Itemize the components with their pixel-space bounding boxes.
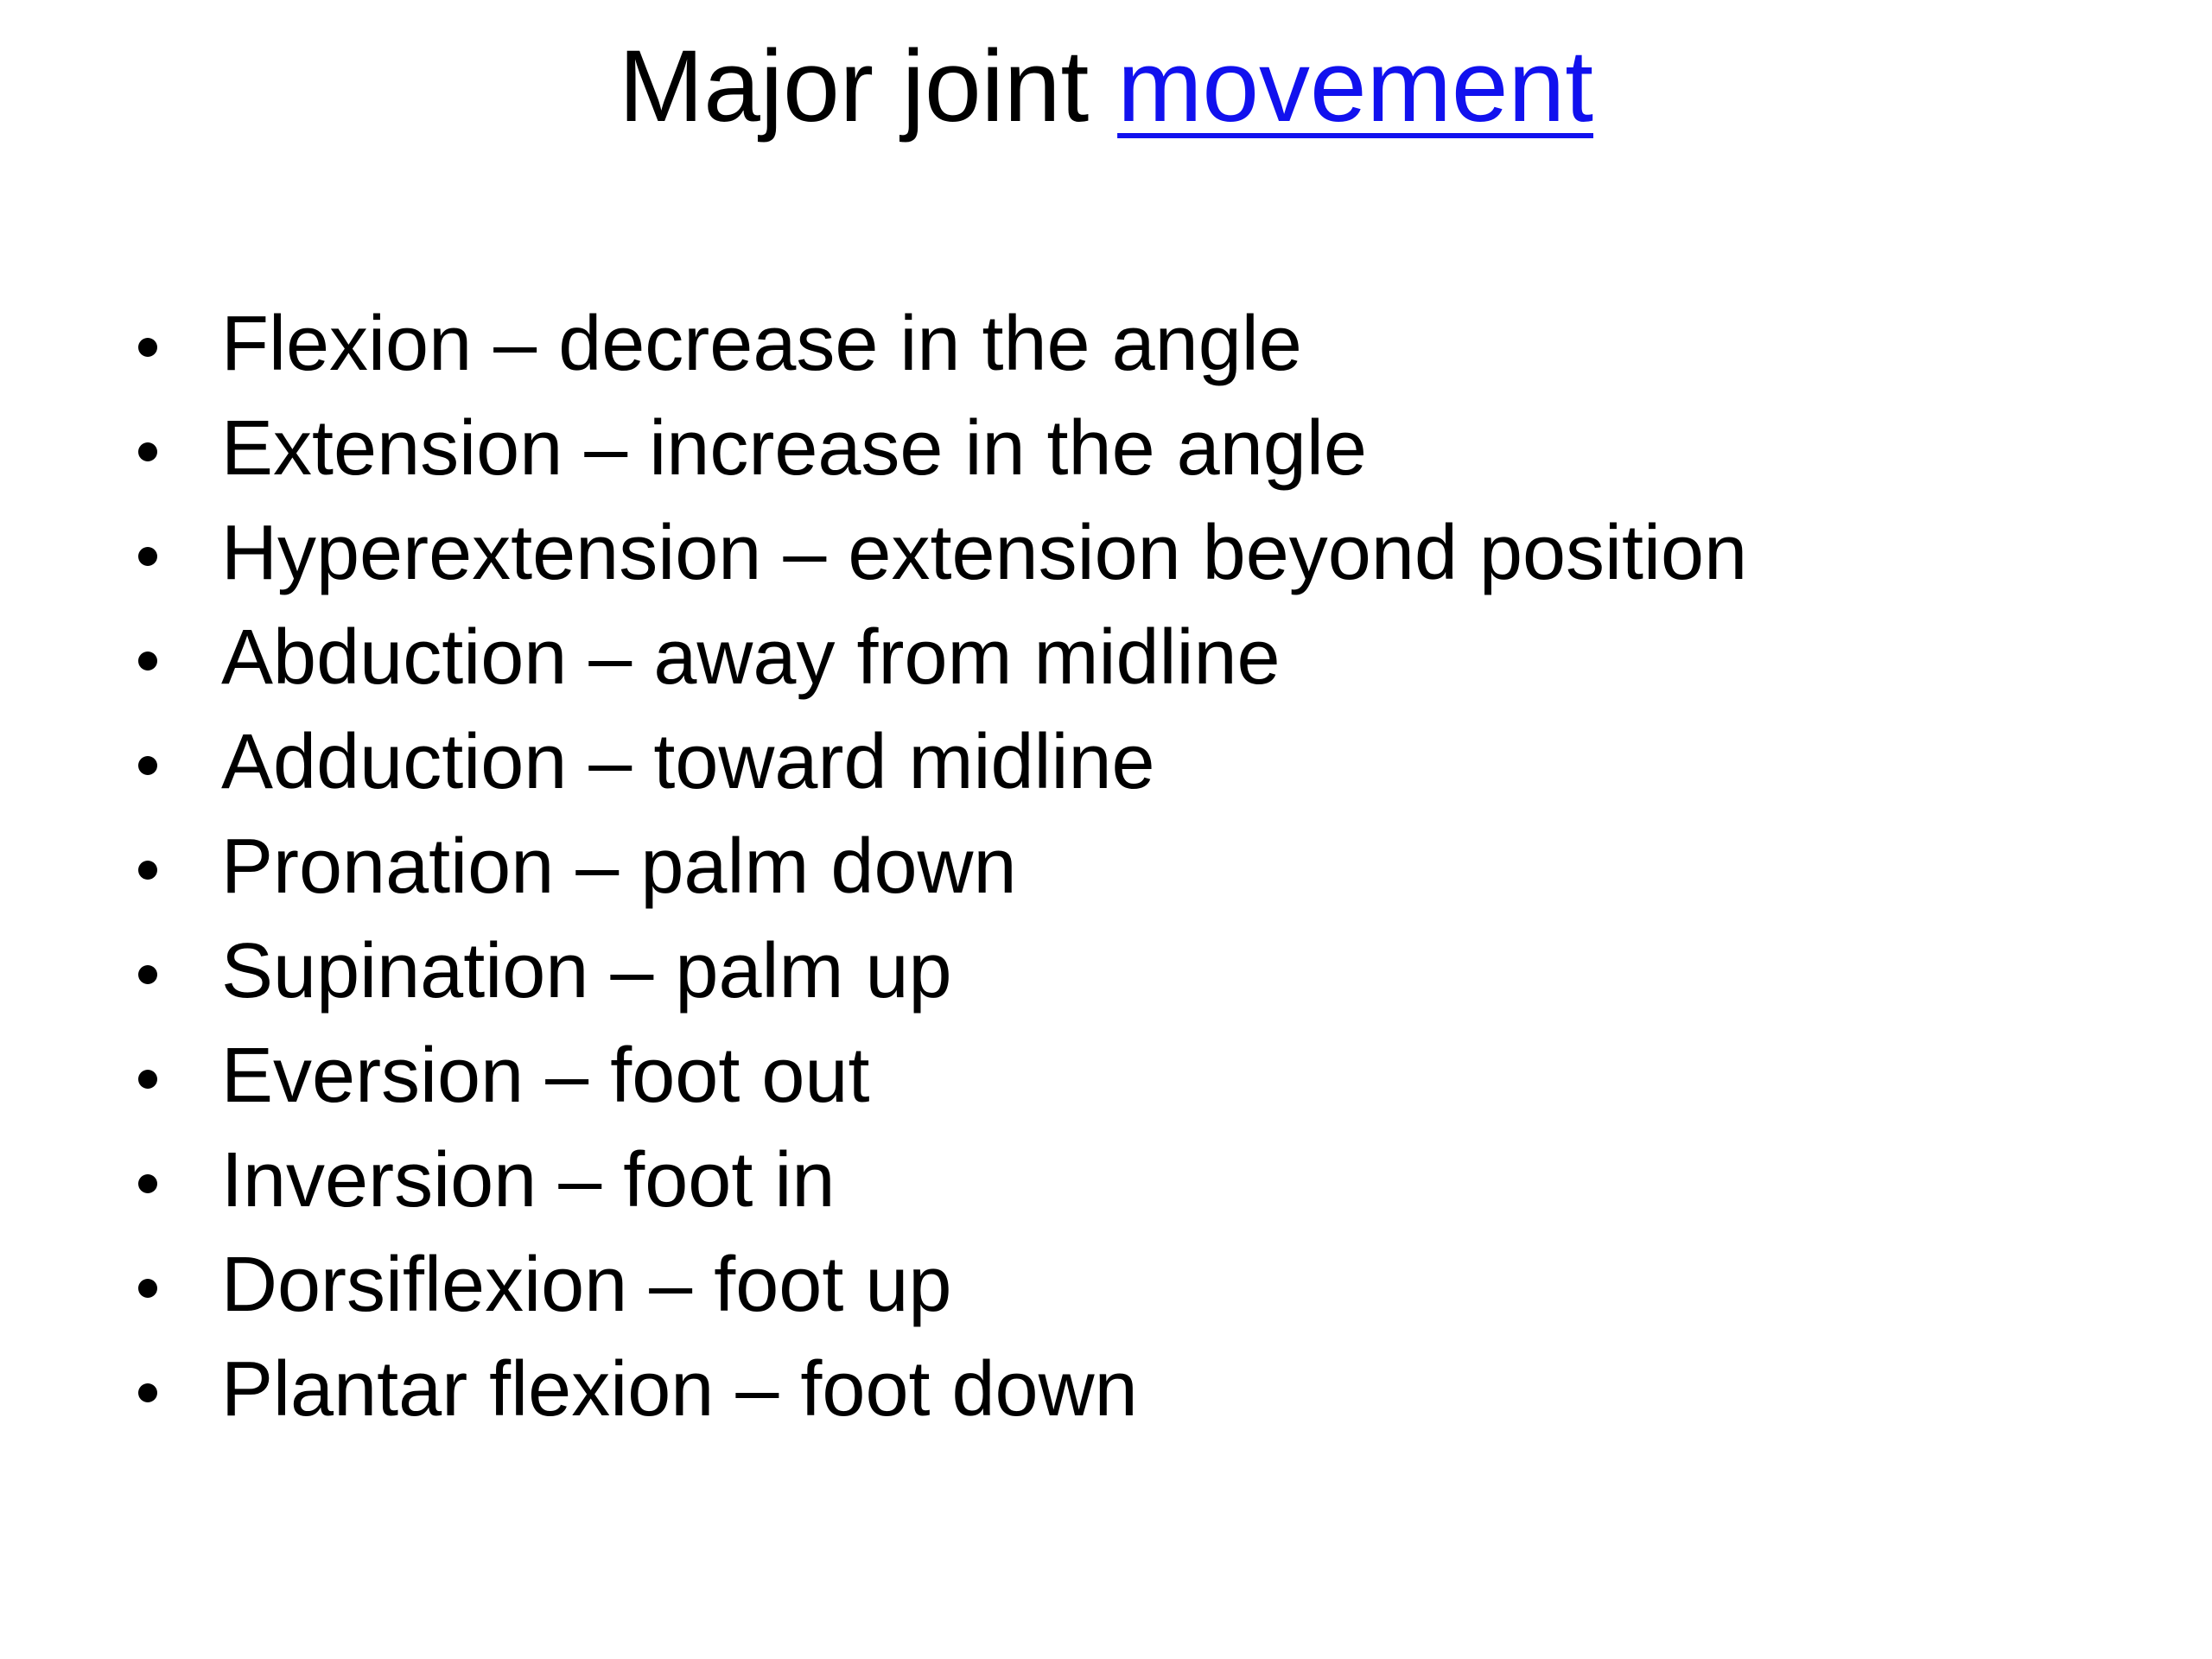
list-item-text: Supination – palm up <box>221 928 952 1014</box>
list-item-text: Extension – increase in the angle <box>221 405 1367 492</box>
list-item-text: Flexion – decrease in the angle <box>221 301 1302 387</box>
bullet-icon <box>138 861 157 880</box>
bullet-list: Flexion – decrease in the angle Extensio… <box>130 292 1747 1442</box>
list-item: Extension – increase in the angle <box>130 397 1747 501</box>
bullet-icon <box>138 652 157 671</box>
list-item: Eversion – foot out <box>130 1024 1747 1128</box>
bullet-icon <box>138 1383 157 1402</box>
list-item: Adduction – toward midline <box>130 710 1747 815</box>
bullet-icon <box>138 1174 157 1193</box>
bullet-icon <box>138 965 157 984</box>
movement-link[interactable]: movement <box>1117 29 1593 143</box>
list-item: Pronation – palm down <box>130 815 1747 919</box>
list-item: Plantar flexion – foot down <box>130 1338 1747 1442</box>
list-item: Inversion – foot in <box>130 1128 1747 1233</box>
list-item-text: Abduction – away from midline <box>221 614 1281 701</box>
list-item: Dorsiflexion – foot up <box>130 1233 1747 1338</box>
list-item: Abduction – away from midline <box>130 606 1747 710</box>
bullet-icon <box>138 756 157 775</box>
bullet-icon <box>138 1279 157 1298</box>
list-item: Flexion – decrease in the angle <box>130 292 1747 397</box>
list-item-text: Pronation – palm down <box>221 823 1017 910</box>
list-item-text: Dorsiflexion – foot up <box>221 1242 952 1328</box>
list-item-text: Hyperextension – extension beyond positi… <box>221 510 1748 596</box>
title-text: Major joint <box>619 29 1118 143</box>
list-item-text: Inversion – foot in <box>221 1137 836 1224</box>
page-title: Major joint movement <box>0 26 2212 147</box>
bullet-icon <box>138 1070 157 1089</box>
list-item-text: Plantar flexion – foot down <box>221 1346 1138 1433</box>
list-item: Supination – palm up <box>130 919 1747 1024</box>
list-item-text: Eversion – foot out <box>221 1033 870 1119</box>
list-item-text: Adduction – toward midline <box>221 719 1155 805</box>
bullet-icon <box>138 547 157 566</box>
bullet-icon <box>138 442 157 461</box>
bullet-icon <box>138 338 157 357</box>
list-item: Hyperextension – extension beyond positi… <box>130 501 1747 606</box>
